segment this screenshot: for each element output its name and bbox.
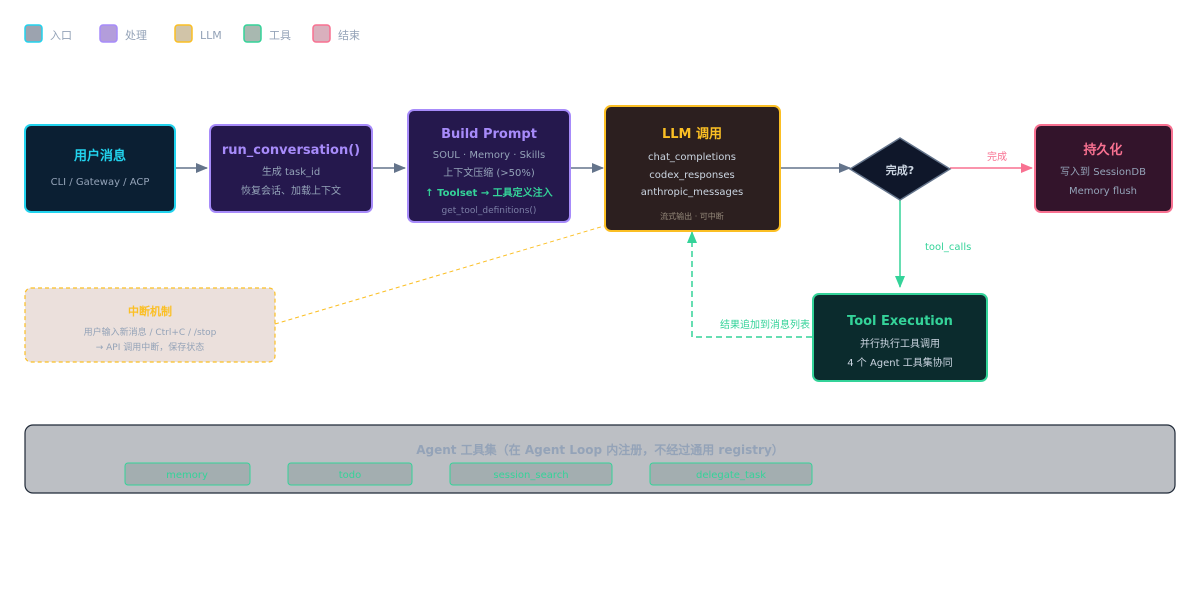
panel-tag-session-search: session_search <box>449 462 613 486</box>
tag-label: memory <box>166 470 208 481</box>
node-title: 用户消息 <box>73 148 126 164</box>
tag-label: todo <box>339 470 362 481</box>
node-line: chat_completions <box>648 152 736 163</box>
node-box <box>24 287 276 363</box>
legend-label: 结束 <box>338 29 360 42</box>
node-line: 4 个 Agent 工具集协同 <box>847 356 953 369</box>
node-box <box>209 124 373 213</box>
tag-label: delegate_task <box>696 470 766 481</box>
tag-box <box>649 462 813 486</box>
node-user-message: 用户消息 CLI / Gateway / ACP <box>24 124 176 213</box>
arrow-tool-to-llm-loop <box>687 231 812 338</box>
tag-label: session_search <box>493 470 568 481</box>
decision-label: 完成? <box>886 163 914 177</box>
node-line: codex_responses <box>649 170 735 181</box>
node-box <box>24 124 176 213</box>
legend-swatch <box>312 24 331 43</box>
node-line: 生成 task_id <box>262 165 320 178</box>
node-line: 恢复会话、加载上下文 <box>241 184 341 197</box>
legend-item-llm: LLM <box>174 24 222 43</box>
node-line: 写入到 SessionDB <box>1060 166 1146 178</box>
node-tool-execution: Tool Execution 并行执行工具调用 4 个 Agent 工具集协同 <box>812 293 988 382</box>
edge-label-tool-calls: tool_calls <box>925 242 971 253</box>
node-build-prompt: Build Prompt SOUL · Memory · Skills 上下文压… <box>407 109 571 223</box>
tag-box <box>449 462 613 486</box>
node-line: 上下文压缩 (>50%) <box>443 166 535 179</box>
decision-diamond <box>848 137 952 201</box>
panel-tag-todo: todo <box>287 462 413 486</box>
legend-swatch <box>24 24 43 43</box>
legend-label: 入口 <box>50 29 72 42</box>
panel-tag-delegate-task: delegate_task <box>649 462 813 486</box>
legend-label: LLM <box>200 29 222 42</box>
node-line: SOUL · Memory · Skills <box>433 150 546 161</box>
node-line: 并行执行工具调用 <box>860 337 940 350</box>
node-line: 用户输入新消息 / Ctrl+C / /stop <box>84 326 217 338</box>
legend-swatch <box>174 24 193 43</box>
node-run-conversation: run_conversation() 生成 task_id 恢复会话、加载上下文 <box>209 124 373 213</box>
legend-item-process: 处理 <box>99 24 147 43</box>
agent-tools-panel: Agent 工具集（在 Agent Loop 内注册，不经过通用 registr… <box>24 424 1176 494</box>
node-title: 持久化 <box>1083 142 1122 158</box>
legend-swatch <box>99 24 118 43</box>
legend-swatch <box>243 24 262 43</box>
node-sub: get_tool_definitions() <box>442 206 537 216</box>
edge-label-done: 完成 <box>987 150 1007 163</box>
node-box <box>1034 124 1173 213</box>
node-line: → API 调用中断，保存状态 <box>96 341 205 353</box>
tag-box <box>287 462 413 486</box>
node-title: Tool Execution <box>847 314 953 329</box>
node-title: Build Prompt <box>441 127 537 142</box>
node-title: run_conversation() <box>222 143 360 158</box>
node-title: LLM 调用 <box>662 127 722 142</box>
node-box <box>407 109 571 223</box>
node-title: 中断机制 <box>128 304 172 318</box>
legend-item-tool: 工具 <box>243 24 291 43</box>
node-line: CLI / Gateway / ACP <box>51 177 150 188</box>
legend-label: 处理 <box>125 29 147 42</box>
node-box <box>604 105 781 232</box>
node-decision: 完成? <box>848 137 952 201</box>
legend: 入口 处理 LLM 工具 结束 <box>24 24 360 43</box>
legend-label: 工具 <box>269 29 291 42</box>
legend-item-finish: 结束 <box>312 24 360 43</box>
edge-label-loop-back: 结果追加到消息列表 <box>720 318 810 331</box>
node-llm-call: LLM 调用 chat_completions codex_responses … <box>604 105 781 232</box>
node-interrupt: 中断机制 用户输入新消息 / Ctrl+C / /stop → API 调用中断… <box>24 287 276 363</box>
interrupt-connector <box>274 225 605 325</box>
tag-box <box>124 462 251 486</box>
node-line: anthropic_messages <box>641 187 744 198</box>
node-highlight: ↑ Toolset → 工具定义注入 <box>425 186 552 199</box>
legend-item-entry: 入口 <box>24 24 72 43</box>
node-sub: 流式输出 · 可中断 <box>660 211 724 221</box>
node-persist: 持久化 写入到 SessionDB Memory flush <box>1034 124 1173 213</box>
panel-title: Agent 工具集（在 Agent Loop 内注册，不经过通用 registr… <box>416 442 784 457</box>
node-line: Memory flush <box>1069 186 1137 197</box>
panel-tag-memory: memory <box>124 462 251 486</box>
node-box <box>812 293 988 382</box>
